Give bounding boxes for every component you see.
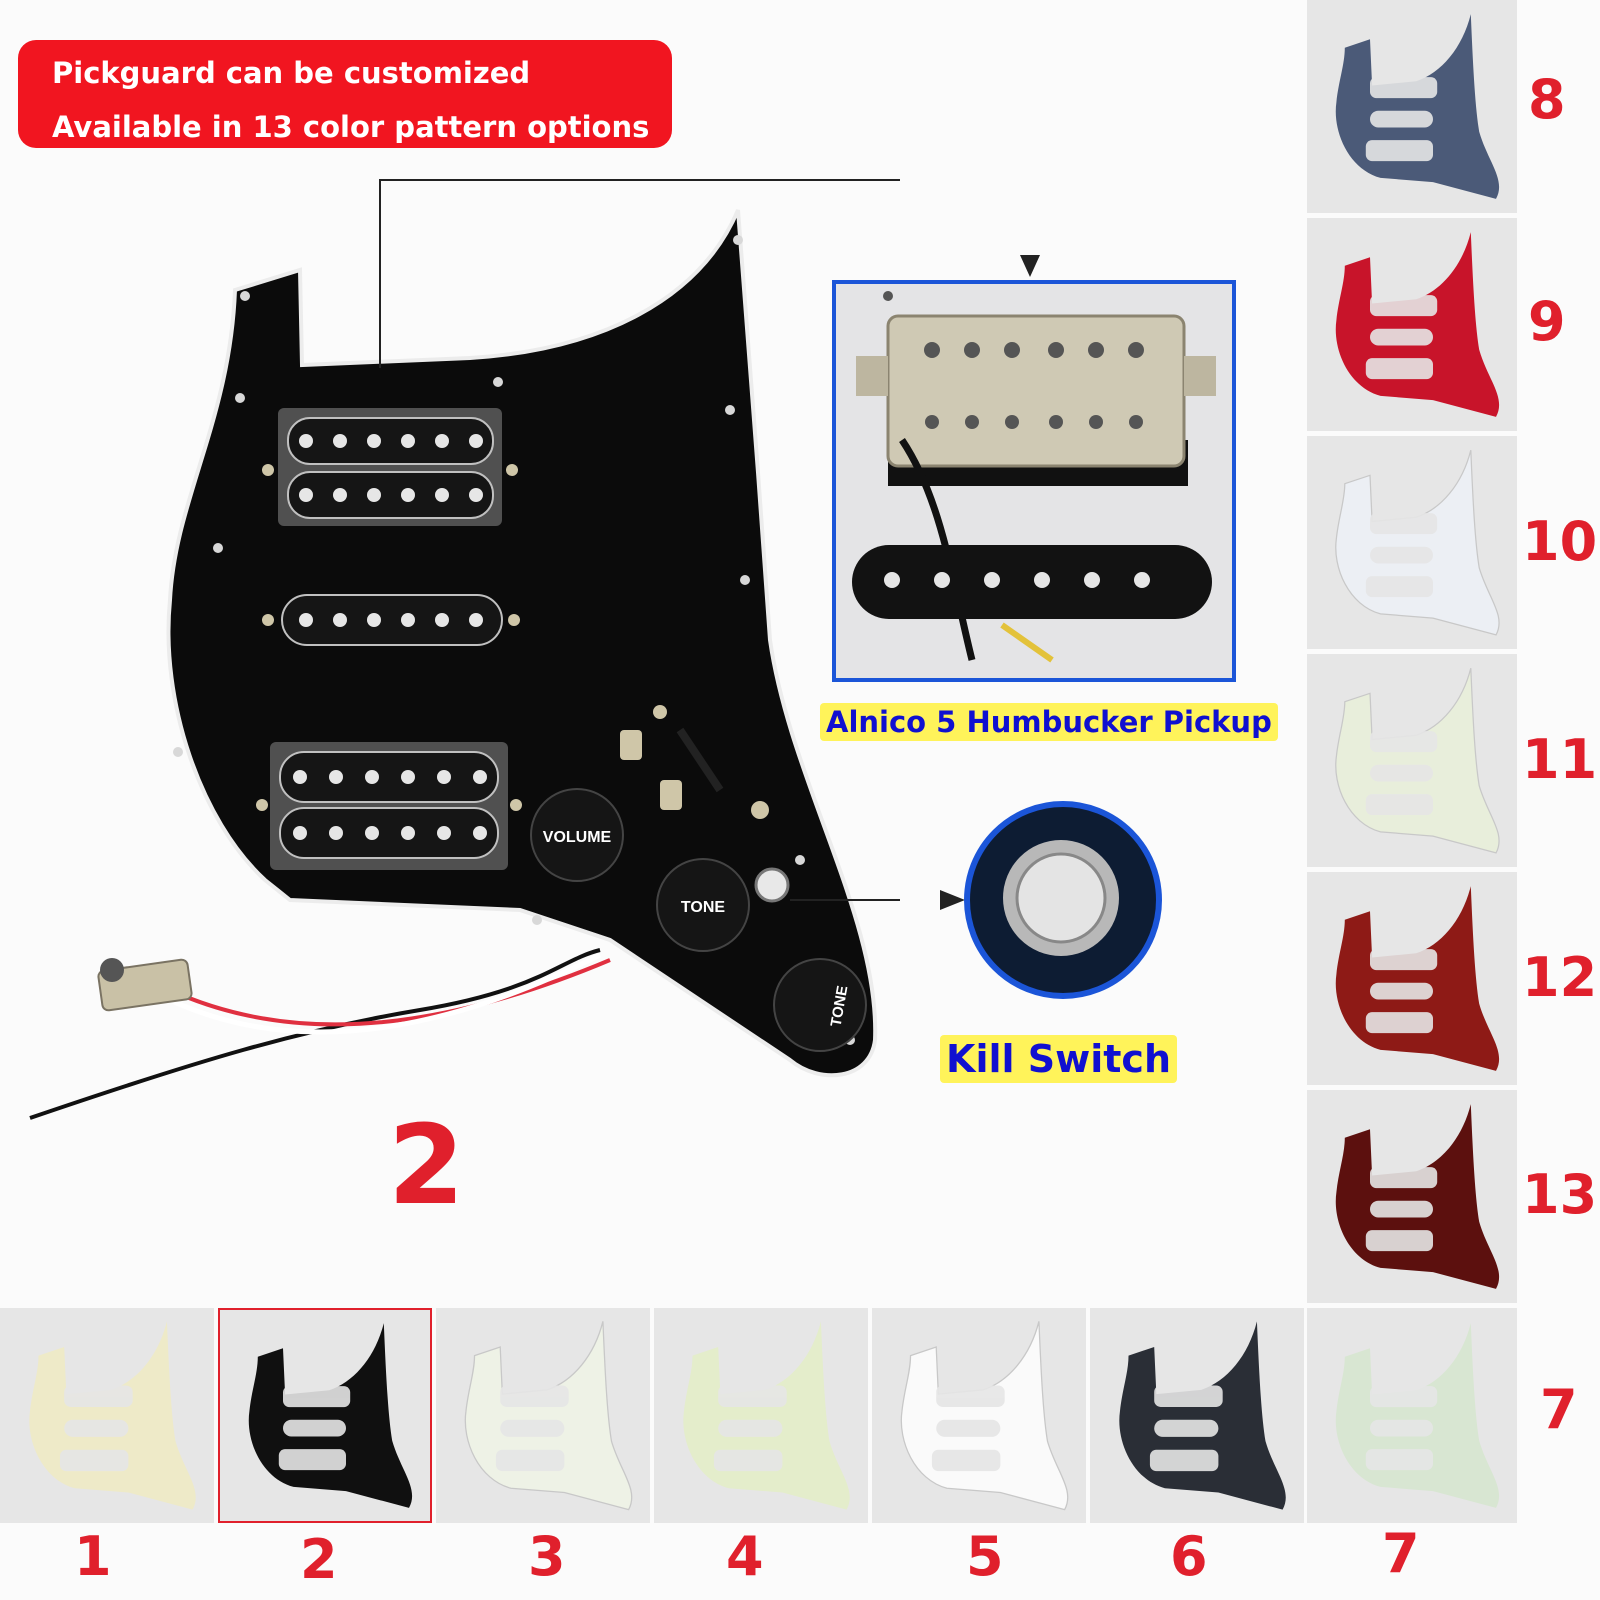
option-thumb-11[interactable] xyxy=(1307,654,1517,867)
banner-line-1: Pickguard can be customized xyxy=(52,56,531,90)
option-number-10: 10 xyxy=(1522,510,1598,573)
option-number-6: 6 xyxy=(1170,1525,1208,1588)
option-thumb-12[interactable] xyxy=(1307,872,1517,1085)
option-thumb-10[interactable] xyxy=(1307,436,1517,649)
option-number-12: 12 xyxy=(1522,946,1598,1009)
option-number-7: 7 xyxy=(1382,1522,1420,1585)
kill-switch-closeup xyxy=(964,801,1162,999)
option-number-8: 8 xyxy=(1528,68,1566,131)
option-thumb-8[interactable] xyxy=(1307,0,1517,213)
option-thumb-1[interactable] xyxy=(0,1308,214,1523)
kill-switch-caption: Kill Switch xyxy=(940,1035,1177,1083)
banner-line-2: Available in 13 color pattern options xyxy=(52,110,650,144)
right-extra-number-7: 7 xyxy=(1540,1378,1578,1441)
inset-arrowhead xyxy=(1020,255,1040,277)
knob-label-tone-2: TONE xyxy=(828,984,852,1028)
humbucker-inset xyxy=(832,280,1236,682)
promo-banner: Pickguard can be customized Available in… xyxy=(18,40,672,148)
option-thumb-5[interactable] xyxy=(872,1308,1086,1523)
option-thumb-9[interactable] xyxy=(1307,218,1517,431)
knob-label-tone: TONE xyxy=(681,899,725,916)
option-number-4: 4 xyxy=(726,1525,764,1588)
option-thumb-4[interactable] xyxy=(654,1308,868,1523)
option-thumb-2[interactable] xyxy=(218,1308,432,1523)
main-number: 2 xyxy=(388,1101,465,1229)
option-number-9: 9 xyxy=(1528,290,1566,353)
option-number-11: 11 xyxy=(1522,728,1598,791)
inset-caption: Alnico 5 Humbucker Pickup xyxy=(820,703,1278,741)
main-pickguard-illustration: VOLUME TONE TONE xyxy=(29,179,900,1120)
option-number-13: 13 xyxy=(1522,1163,1598,1226)
option-thumb-6[interactable] xyxy=(1090,1308,1304,1523)
option-thumb-3[interactable] xyxy=(436,1308,650,1523)
arrowheads xyxy=(940,890,965,910)
option-number-3: 3 xyxy=(528,1525,566,1588)
option-thumb-7[interactable] xyxy=(1307,1308,1517,1523)
knob-label-volume: VOLUME xyxy=(543,829,612,846)
option-thumb-13[interactable] xyxy=(1307,1090,1517,1303)
option-number-1: 1 xyxy=(74,1525,112,1588)
option-number-2: 2 xyxy=(300,1528,338,1591)
option-number-5: 5 xyxy=(966,1525,1004,1588)
